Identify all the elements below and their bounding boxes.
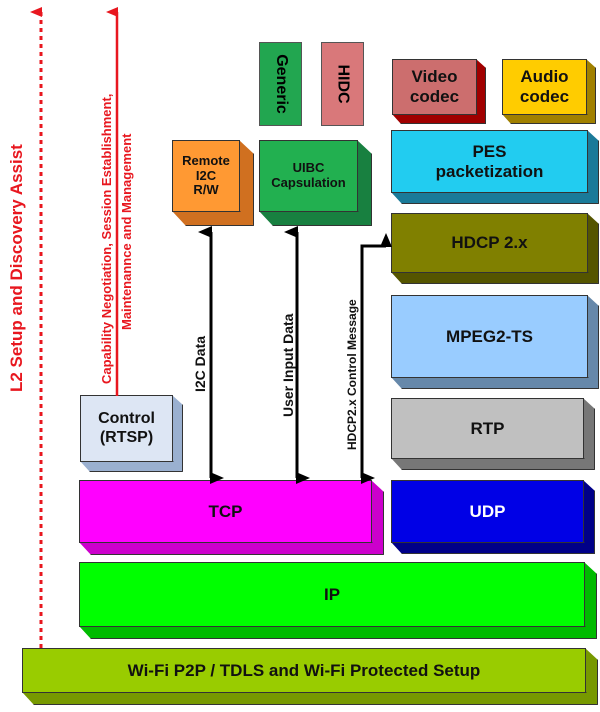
hdcp-control-message-arrow: [360, 233, 392, 484]
udp-block: UDP: [391, 480, 595, 554]
pes-packetization-block: PES packetization: [391, 130, 599, 204]
wifi-p2p-block: Wi-Fi P2P / TDLS and Wi-Fi Protected Set…: [22, 648, 598, 705]
rtp-block-label: RTP: [391, 398, 584, 459]
audio-codec-block-label: Audio codec: [502, 59, 587, 115]
rtp-block: RTP: [391, 398, 595, 470]
remote-i2c-block-label: Remote I2C R/W: [172, 140, 240, 212]
wifi-p2p-block-label: Wi-Fi P2P / TDLS and Wi-Fi Protected Set…: [22, 648, 586, 693]
remote-i2c-block: Remote I2C R/W: [172, 140, 254, 226]
control-rtsp-block: Control (RTSP): [80, 395, 183, 472]
hidc-block: HIDC: [321, 42, 364, 126]
video-codec-block: Video codec: [392, 59, 486, 124]
generic-block: Generic: [259, 42, 302, 126]
audio-codec-block: Audio codec: [502, 59, 596, 124]
mpeg2-ts-block-label: MPEG2-TS: [391, 295, 588, 378]
tcp-block: TCP: [79, 480, 384, 555]
udp-block-label: UDP: [391, 480, 584, 543]
uibc-capsulation-block-label: UIBC Capsulation: [259, 140, 358, 212]
pes-packetization-block-label: PES packetization: [391, 130, 588, 193]
ip-block: IP: [79, 562, 597, 639]
uibc-capsulation-block: UIBC Capsulation: [259, 140, 372, 226]
ip-block-label: IP: [79, 562, 585, 627]
mpeg2-ts-block: MPEG2-TS: [391, 295, 599, 389]
video-codec-block-label: Video codec: [392, 59, 477, 115]
tcp-block-label: TCP: [79, 480, 372, 543]
control-rtsp-block-label: Control (RTSP): [80, 395, 173, 462]
